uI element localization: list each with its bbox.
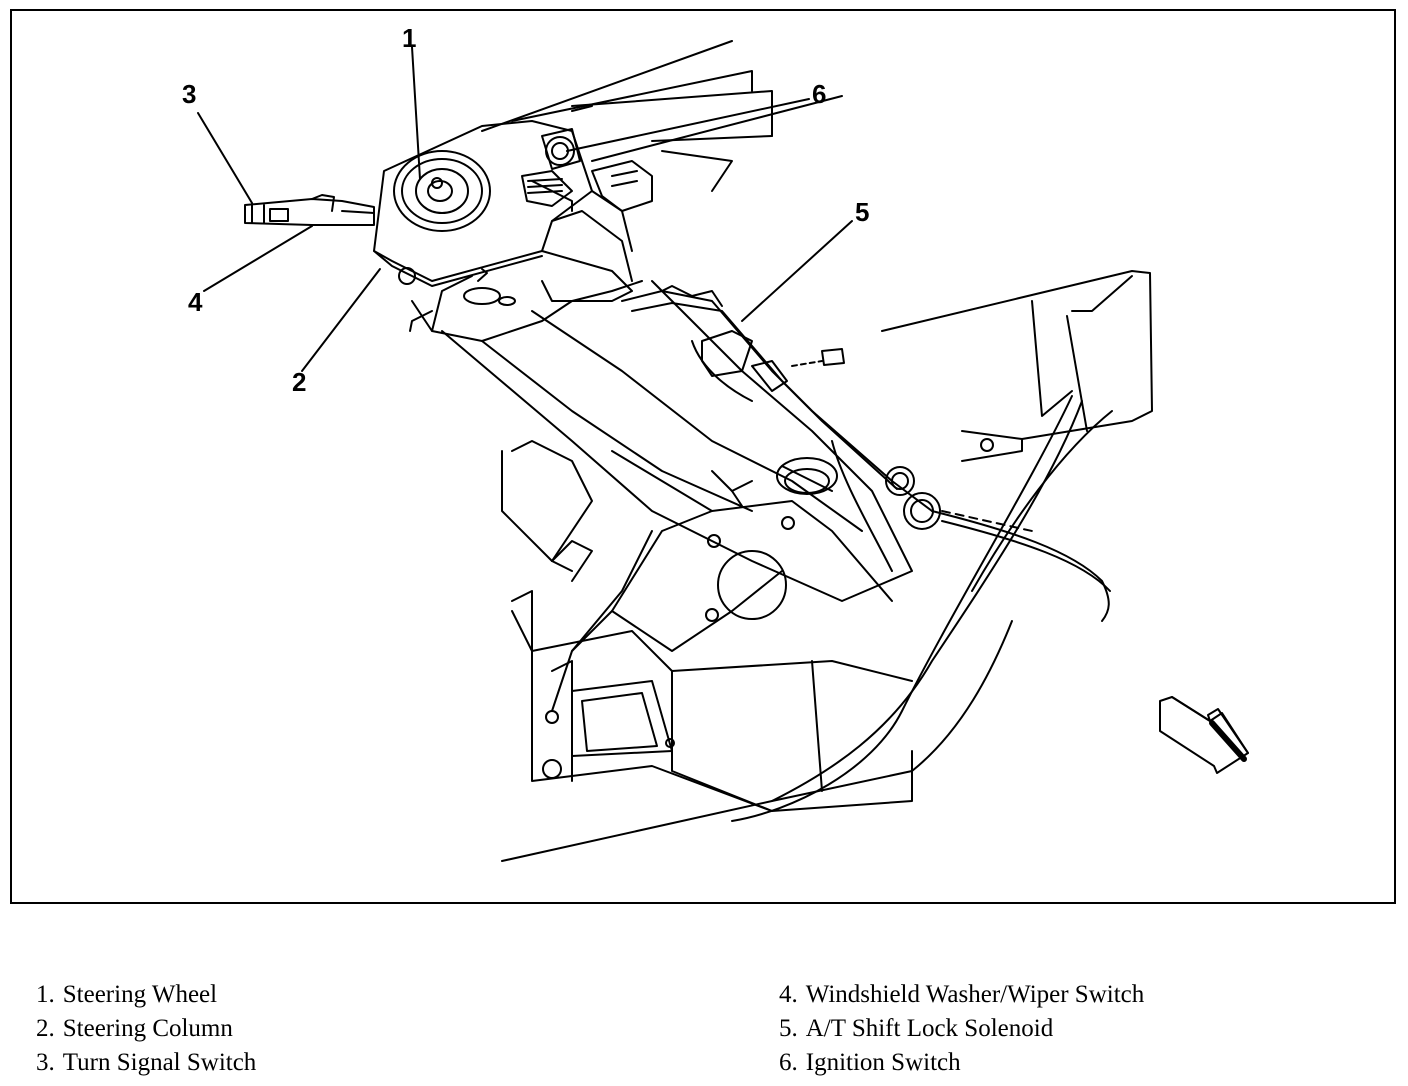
legend-label: Steering Column [62, 1015, 233, 1042]
callout-2: 2 [292, 367, 306, 397]
legend-item: 1. Steering Wheel [36, 978, 256, 1012]
legend-number: 2. [36, 1015, 55, 1042]
column-head [373, 120, 643, 342]
multifunction-stalk [244, 194, 375, 226]
parts-legend: 1. Steering Wheel 2. Steering Column 3. Tur… [0, 978, 1408, 1086]
legend-number: 3. [36, 1049, 55, 1076]
legend-column-left: 1. Steering Wheel 2. Steering Column 3. Tur… [36, 978, 256, 1080]
shift-lock-cable [621, 285, 1111, 622]
column-tube [441, 280, 913, 602]
support-bracket [501, 440, 913, 812]
legend-number: 6. [779, 1049, 798, 1076]
legend-item: 3. Turn Signal Switch [36, 1046, 256, 1080]
legend-item: 6. Ignition Switch [779, 1046, 1144, 1080]
legend-label: Steering Wheel [62, 981, 218, 1008]
ignition-switch [541, 128, 653, 212]
callout-labels: 1 2 3 4 5 6 [182, 23, 869, 397]
steering-wheel-hub [393, 150, 491, 232]
legend-label: Windshield Washer/Wiper Switch [805, 981, 1145, 1008]
legend-item: 4. Windshield Washer/Wiper Switch [779, 978, 1144, 1012]
legend-label: Ignition Switch [805, 1049, 961, 1076]
legend-item: 5. A/T Shift Lock Solenoid [779, 1012, 1144, 1046]
legend-label: Turn Signal Switch [62, 1049, 257, 1076]
callout-4: 4 [188, 287, 203, 317]
callout-5: 5 [855, 197, 869, 227]
callout-1: 1 [402, 23, 416, 53]
legend-column-right: 4. Windshield Washer/Wiper Switch 5. A/T S… [779, 978, 1144, 1080]
diagram-frame: 1 2 3 4 5 6 [10, 9, 1396, 904]
dash-panel-lines [481, 40, 843, 192]
legend-label: A/T Shift Lock Solenoid [805, 1015, 1054, 1042]
legend-number: 1. [36, 981, 55, 1008]
legend-number: 4. [779, 981, 798, 1008]
callout-3: 3 [182, 79, 196, 109]
callout-6: 6 [812, 79, 826, 109]
arrow-right-down-icon [1159, 696, 1249, 774]
steering-column-illustration: 1 2 3 4 5 6 [182, 23, 1249, 862]
leader-lines [197, 46, 853, 372]
legend-item: 2. Steering Column [36, 1012, 256, 1046]
legend-number: 5. [779, 1015, 798, 1042]
